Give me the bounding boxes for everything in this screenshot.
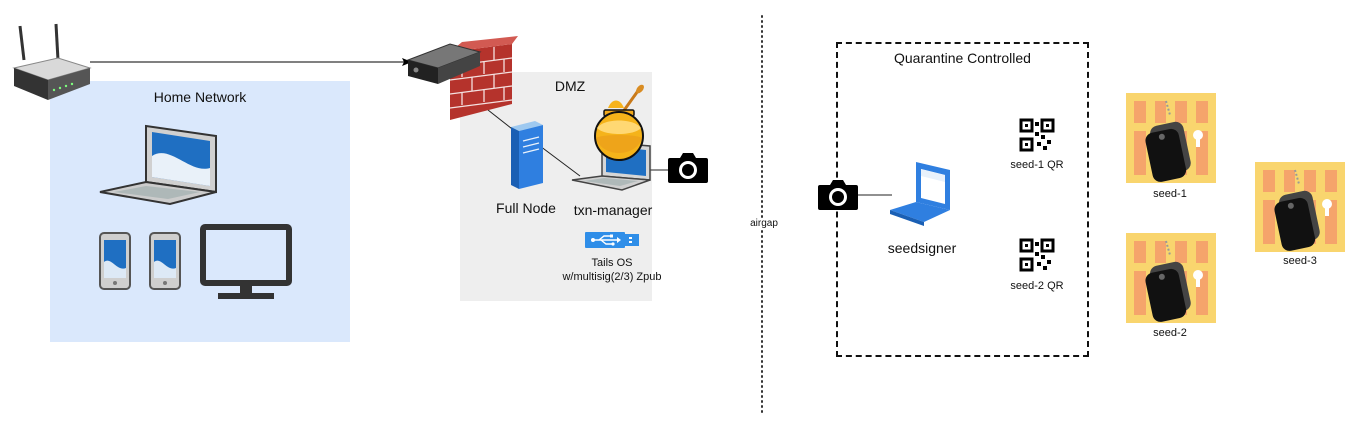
airgap-divider [761,15,763,415]
home-network-label: Home Network [153,89,247,105]
camera-icon [818,180,858,210]
jailed-seed-icon [1126,93,1216,183]
seed3-label: seed-3 [1283,255,1317,267]
qr-code-icon [1019,118,1055,152]
arrow-head [402,58,412,66]
seedsigner-laptop-icon [890,162,950,226]
seed2-qr-label: seed-2 QR [1010,280,1064,292]
laptop-icon [99,124,217,206]
tablet-icon [149,232,181,290]
seed1-qr-label: seed-1 QR [1010,159,1064,171]
airgap-label: airgap [744,218,784,229]
seed1-label: seed-1 [1153,188,1187,200]
tails-os-label: Tails OS [591,257,633,269]
full-node-label: Full Node [496,200,556,216]
tails-os-multisig-label: w/multisig(2/3) Zpub [562,271,662,283]
home-network-zone [50,81,350,342]
qr-code-icon [1019,238,1055,272]
honeypot-icon [594,84,644,161]
seed2-label: seed-2 [1153,327,1187,339]
seedsigner-label: seedsigner [874,240,970,256]
jailed-seed-icon [1126,233,1216,323]
quarantine-label: Quarantine Controlled [894,50,1031,66]
monitor-icon [200,224,292,299]
server-icon [511,121,543,189]
usb-drive-icon [585,232,639,248]
wifi-router-icon [12,23,92,100]
jailed-seed-icon [1255,162,1345,252]
dmz-label: DMZ [554,78,586,94]
txn-manager-label: txn-manager [573,202,653,218]
fullnode-to-txn-link [539,145,581,177]
tablet-icon [99,232,131,290]
firewall-icon [406,36,518,120]
camera-icon [668,153,708,183]
